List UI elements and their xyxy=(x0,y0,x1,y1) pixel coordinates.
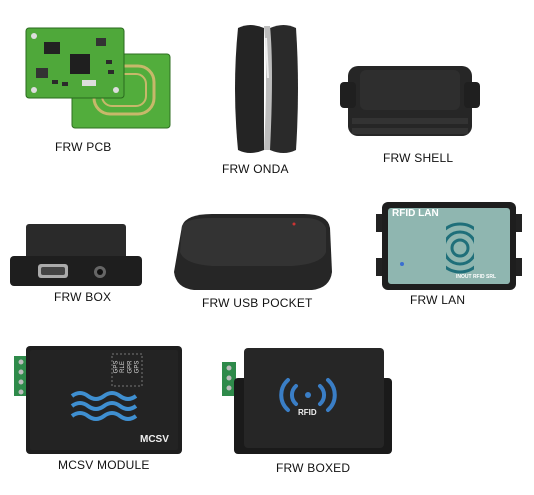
mcsv-pin-label-4: GPS xyxy=(134,360,141,374)
mcsv-image xyxy=(14,346,182,454)
product-frw-pcb xyxy=(22,24,172,132)
lan-brand: INOUT RFID SRL xyxy=(456,274,496,280)
caption-frw-lan: FRW LAN xyxy=(410,293,466,307)
product-frw-lan: RFID LAN INOUT RFID SRL xyxy=(376,202,522,290)
caption-frw-pcb: FRW PCB xyxy=(55,140,112,154)
pcb-image xyxy=(25,27,171,129)
product-frw-onda xyxy=(230,18,300,156)
shell-image xyxy=(340,66,480,136)
boxed-label: RFID xyxy=(298,408,317,417)
product-frw-boxed: RFID xyxy=(222,348,394,458)
caption-frw-usb-pocket: FRW USB POCKET xyxy=(202,296,313,310)
lan-image xyxy=(376,202,522,290)
product-frw-usb-pocket xyxy=(172,212,334,296)
caption-mcsv-module: MCSV MODULE xyxy=(58,458,150,472)
caption-frw-shell: FRW SHELL xyxy=(383,151,454,165)
lan-label: RFID LAN xyxy=(392,208,439,219)
caption-frw-onda: FRW ONDA xyxy=(222,162,289,176)
usb-pocket-image xyxy=(174,214,332,290)
product-frw-box xyxy=(10,222,142,288)
box-image xyxy=(10,224,142,286)
caption-frw-box: FRW BOX xyxy=(54,290,112,304)
product-mcsv-module: GPS RLE GPR GPS MCSV xyxy=(14,346,184,456)
mcsv-pin-label-3: GPR xyxy=(127,360,134,374)
boxed-image xyxy=(222,348,392,454)
mcsv-pin-label-1: GPS xyxy=(113,360,120,374)
product-frw-shell xyxy=(340,56,480,148)
caption-frw-boxed: FRW BOXED xyxy=(276,461,351,475)
mcsv-label: MCSV xyxy=(140,434,169,445)
mcsv-pin-label-2: RLE xyxy=(119,361,126,373)
onda-image xyxy=(235,25,298,153)
